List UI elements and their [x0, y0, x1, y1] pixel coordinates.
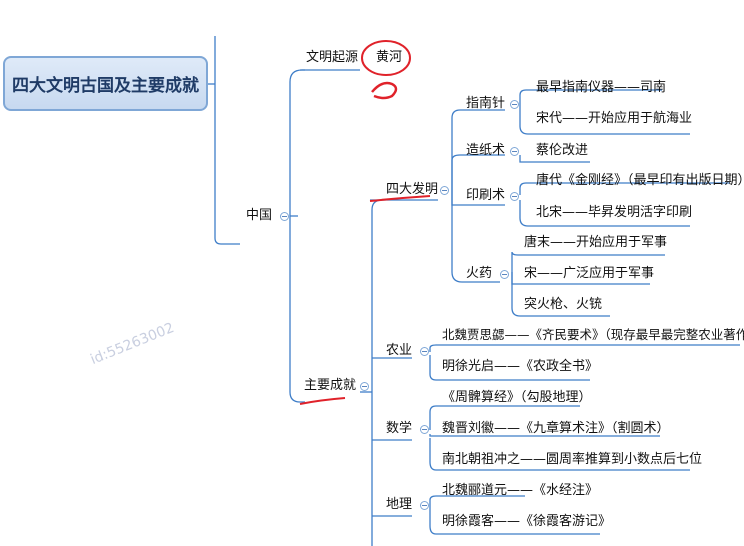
leaf[interactable]: 北宋——毕昇发明活字印刷 [536, 205, 693, 220]
node-gunpowder[interactable]: 火药 [466, 266, 493, 281]
leaf[interactable]: 唐末——开始应用于军事 [524, 235, 668, 250]
collapse-icon[interactable] [500, 270, 509, 279]
leaf[interactable]: 明徐光启——《农政全书》 [442, 359, 599, 374]
leaf[interactable]: 《周髀算经》（勾股地理） [442, 390, 592, 405]
node-printing[interactable]: 印刷术 [466, 188, 506, 203]
node-geography[interactable]: 地理 [386, 497, 413, 512]
leaf[interactable]: 最早指南仪器——司南 [536, 80, 667, 95]
leaf[interactable]: 北魏郦道元——《水经注》 [442, 483, 599, 498]
collapse-icon[interactable] [440, 186, 449, 195]
collapse-icon[interactable] [360, 382, 369, 391]
leaf[interactable]: 魏晋刘徽——《九章算术注》（割圆术） [442, 421, 670, 436]
collapse-icon[interactable] [510, 147, 519, 156]
leaf[interactable]: 宋——广泛应用于军事 [524, 266, 655, 281]
leaf[interactable]: 突火枪、火铳 [524, 297, 603, 312]
collapse-icon[interactable] [420, 425, 429, 434]
node-yellow-river[interactable]: 黄河 [376, 50, 403, 65]
node-agriculture[interactable]: 农业 [386, 343, 413, 358]
node-math[interactable]: 数学 [386, 421, 413, 436]
root-title: 四大文明古国及主要成就 [12, 76, 199, 96]
leaf[interactable]: 北魏贾思勰——《齐民要术》（现存最早最完整农业著作） [442, 327, 744, 342]
node-main-achievements[interactable]: 主要成就 [304, 378, 357, 393]
collapse-icon[interactable] [420, 347, 429, 356]
node-origin[interactable]: 文明起源 [306, 50, 359, 65]
collapse-icon[interactable] [510, 100, 519, 109]
node-china[interactable]: 中国 [246, 208, 273, 223]
leaf[interactable]: 明徐霞客——《徐霞客游记》 [442, 514, 612, 529]
collapse-icon[interactable] [280, 212, 289, 221]
leaf[interactable]: 宋代——开始应用于航海业 [536, 111, 693, 126]
node-compass[interactable]: 指南针 [466, 96, 506, 111]
leaf[interactable]: 蔡伦改进 [536, 143, 589, 158]
collapse-icon[interactable] [510, 192, 519, 201]
node-papermaking[interactable]: 造纸术 [466, 143, 506, 158]
root-node[interactable]: 四大文明古国及主要成就 [3, 56, 208, 111]
collapse-icon[interactable] [420, 501, 429, 510]
leaf[interactable]: 南北朝祖冲之——圆周率推算到小数点后七位 [442, 452, 703, 467]
node-four-inventions[interactable]: 四大发明 [386, 182, 439, 197]
leaf[interactable]: 唐代《金刚经》（最早印有出版日期） [536, 173, 744, 188]
